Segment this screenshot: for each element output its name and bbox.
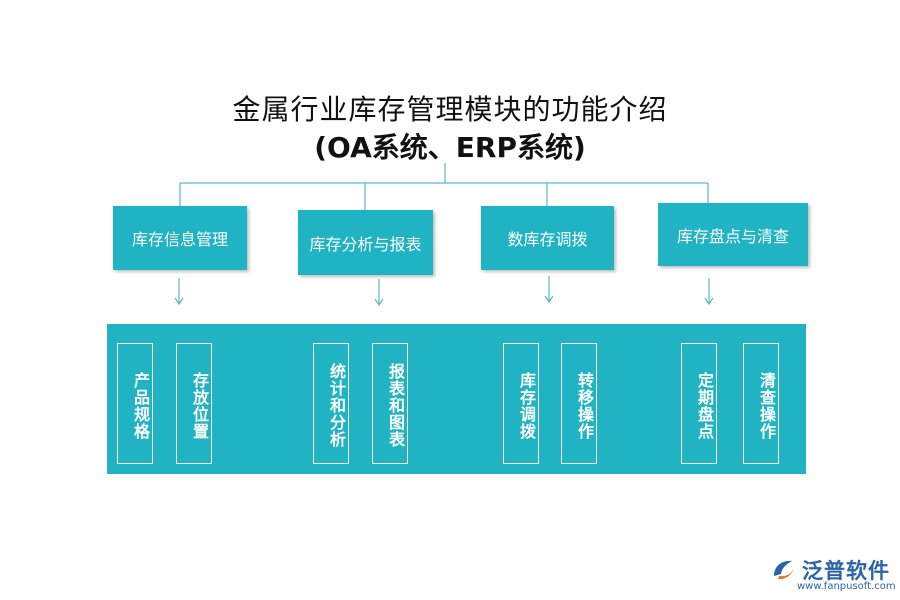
sub-item-statistics-analysis[interactable]: 统计和分析 [313, 343, 349, 464]
arrow-head-3 [544, 295, 554, 304]
sub-item-storage-location[interactable]: 存放位置 [176, 343, 212, 464]
diagram-subtitle: (OA系统、ERP系统) [314, 131, 586, 164]
module-box-stocktaking[interactable]: 库存盘点与清查 [658, 203, 808, 266]
arrow-head-1 [174, 297, 184, 306]
logo-mark-icon [774, 560, 794, 580]
module-box-transfer[interactable]: 数库存调拨 [481, 206, 614, 270]
diagram-title: 金属行业库存管理模块的功能介绍 [232, 93, 668, 126]
module-box-inventory-info[interactable]: 库存信息管理 [113, 206, 247, 270]
sub-item-periodic-count[interactable]: 定期盘点 [681, 343, 717, 464]
sub-function-panel [107, 324, 806, 474]
arrow-head-4 [704, 297, 714, 306]
arrow-head-2 [374, 298, 384, 307]
logo-name: 泛普软件 [802, 559, 890, 583]
sub-item-product-spec[interactable]: 产品规格 [117, 343, 153, 464]
sub-item-transfer-operation[interactable]: 转移操作 [561, 343, 597, 464]
sub-item-inventory-transfer[interactable]: 库存调拨 [503, 343, 539, 464]
sub-item-audit-operation[interactable]: 清查操作 [743, 343, 779, 464]
brand-logo: 泛普软件 [770, 555, 890, 585]
module-box-analysis-report[interactable]: 库存分析与报表 [298, 210, 433, 275]
sub-item-reports-charts[interactable]: 报表和图表 [372, 343, 408, 464]
logo-url: www.fanpusoft.com [797, 581, 896, 592]
